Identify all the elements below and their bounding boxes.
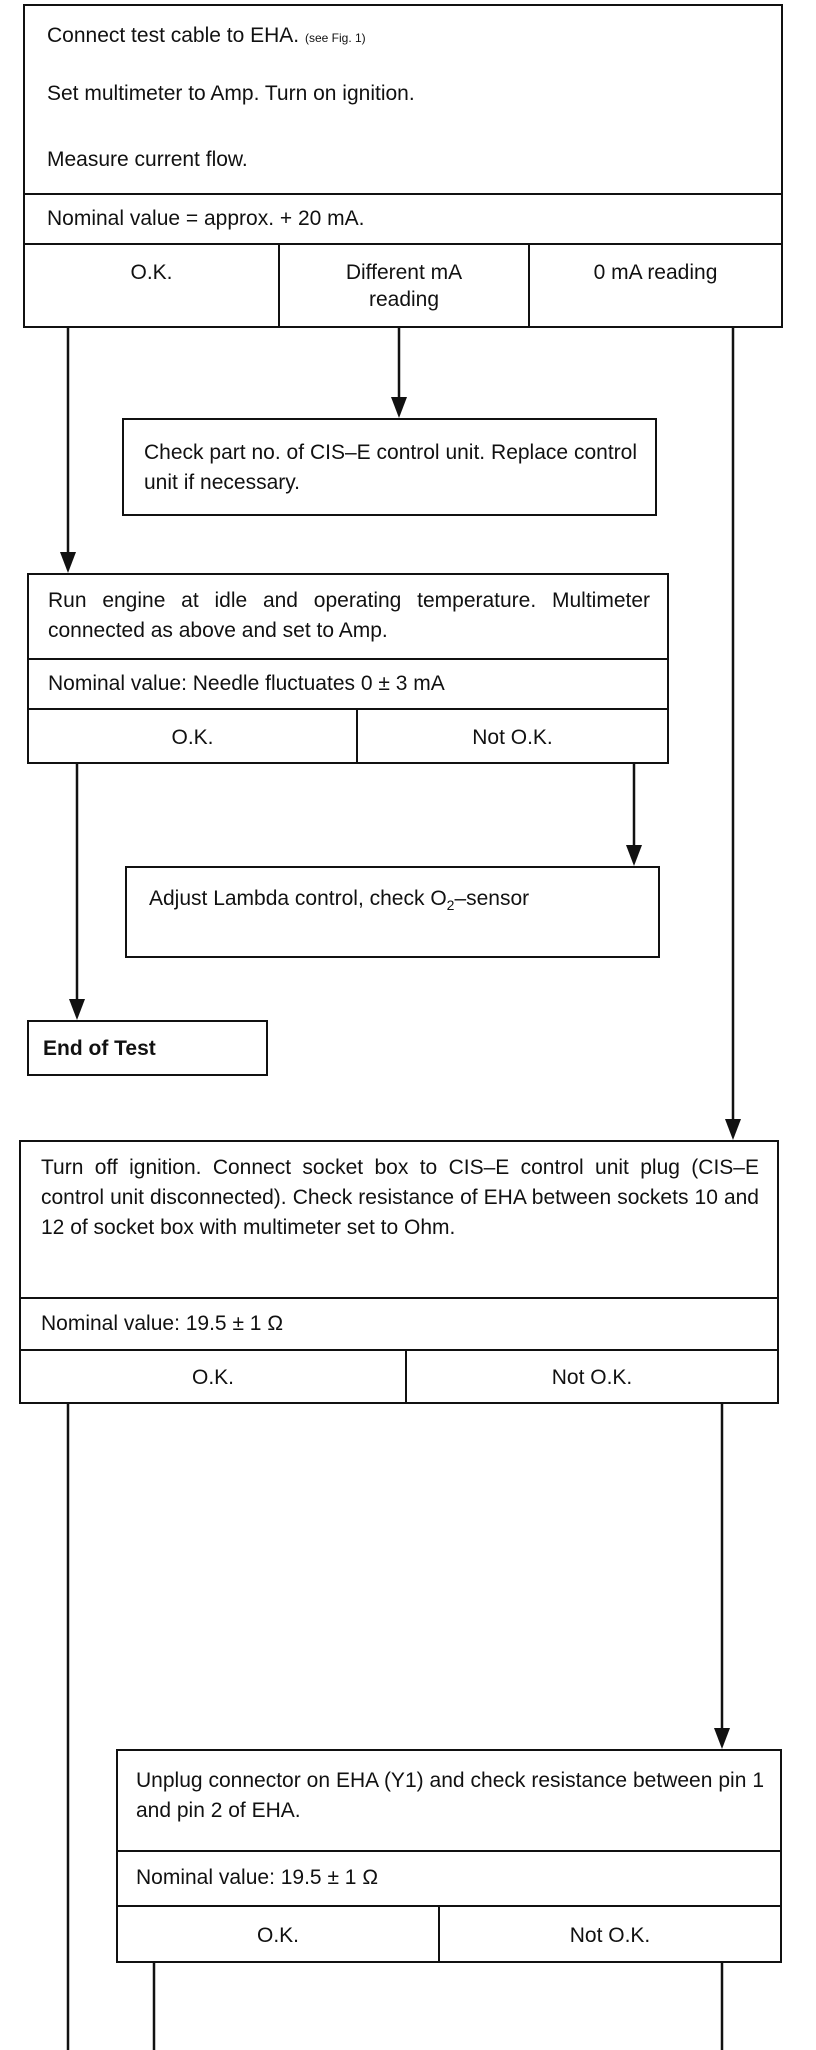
step2-outcome-ok: O.K. xyxy=(171,725,214,749)
step2-box: Run engine at idle and operating tempera… xyxy=(27,573,669,764)
arrowhead-end xyxy=(69,999,85,1020)
step1-outcome-ok: O.K. xyxy=(130,261,173,284)
arrowhead-step4 xyxy=(714,1728,730,1749)
step4-outcome-notok: Not O.K. xyxy=(438,1907,780,1963)
arrowhead-step2 xyxy=(60,552,76,573)
check-part-box: Check part no. of CIS–E control unit. Re… xyxy=(122,418,657,516)
lambda-text-subscript: 2 xyxy=(446,897,455,914)
lambda-box: Adjust Lambda control, check O2–sensor xyxy=(125,866,660,958)
step2-nominal-value: Nominal value: Needle fluctuates 0 ± 3 m… xyxy=(48,672,445,695)
end-of-test-label: End of Test xyxy=(43,1037,156,1060)
check-part-text: Check part no. of CIS–E control unit. Re… xyxy=(144,441,637,494)
step1-fig-note: (see Fig. 1) xyxy=(304,31,366,45)
step1-box: Connect test cable to EHA. (see Fig. 1) … xyxy=(23,4,783,328)
step2-nominal-row: Nominal value: Needle fluctuates 0 ± 3 m… xyxy=(29,658,667,708)
step1-nominal-row: Nominal value = approx. + 20 mA. xyxy=(25,193,781,243)
step3-box: Turn off ignition. Connect socket box to… xyxy=(19,1140,779,1404)
step4-box: Unplug connector on EHA (Y1) and check r… xyxy=(116,1749,782,1963)
step3-outcome-row: O.K. Not O.K. xyxy=(21,1349,777,1404)
step3-instruction: Turn off ignition. Connect socket box to… xyxy=(41,1156,759,1239)
step3-nominal-row: Nominal value: 19.5 ± 1 Ω xyxy=(21,1297,777,1349)
step1-outcome-row: O.K. Different mA reading 0 mA reading xyxy=(25,243,781,328)
step3-outcome-ok: O.K. xyxy=(191,1366,234,1389)
arrowhead-lambda xyxy=(626,845,642,866)
step1-instruction-1: Connect test cable to EHA. (see Fig. 1) xyxy=(47,21,366,53)
step4-outcome-ok: O.K. xyxy=(256,1923,299,1947)
step1-outcome-zero: 0 mA reading xyxy=(528,245,781,328)
step2-outcome-row: O.K. Not O.K. xyxy=(29,708,667,764)
step1-instruction-2: Set multimeter to Amp. Turn on ignition. xyxy=(47,82,415,105)
arrowhead-step3 xyxy=(725,1119,741,1140)
step4-outcome-row: O.K. Not O.K. xyxy=(118,1905,780,1963)
step2-instruction: Run engine at idle and operating tempera… xyxy=(48,589,650,642)
step2-outcome-notok: Not O.K. xyxy=(356,710,667,764)
lambda-text: Adjust Lambda control, check O2–sensor xyxy=(149,884,529,920)
step1-line1: Connect test cable to EHA. xyxy=(47,24,300,47)
step1-instruction-3: Measure current flow. xyxy=(47,148,248,171)
step4-nominal-row: Nominal value: 19.5 ± 1 Ω xyxy=(118,1850,780,1905)
step1-nominal-value: Nominal value = approx. + 20 mA. xyxy=(47,207,365,230)
arrowhead-part xyxy=(391,397,407,418)
step4-nominal-value: Nominal value: 19.5 ± 1 Ω xyxy=(136,1866,379,1889)
step3-outcome-notok: Not O.K. xyxy=(405,1351,777,1404)
end-of-test-box: End of Test xyxy=(27,1020,268,1076)
lambda-text-main: Adjust Lambda control, check O xyxy=(149,887,447,910)
step1-outcome-different: Different mA reading xyxy=(278,245,528,328)
step4-instruction: Unplug connector on EHA (Y1) and check r… xyxy=(136,1769,764,1822)
lambda-text-tail: –sensor xyxy=(454,887,530,910)
step3-nominal-value: Nominal value: 19.5 ± 1 Ω xyxy=(41,1312,284,1335)
